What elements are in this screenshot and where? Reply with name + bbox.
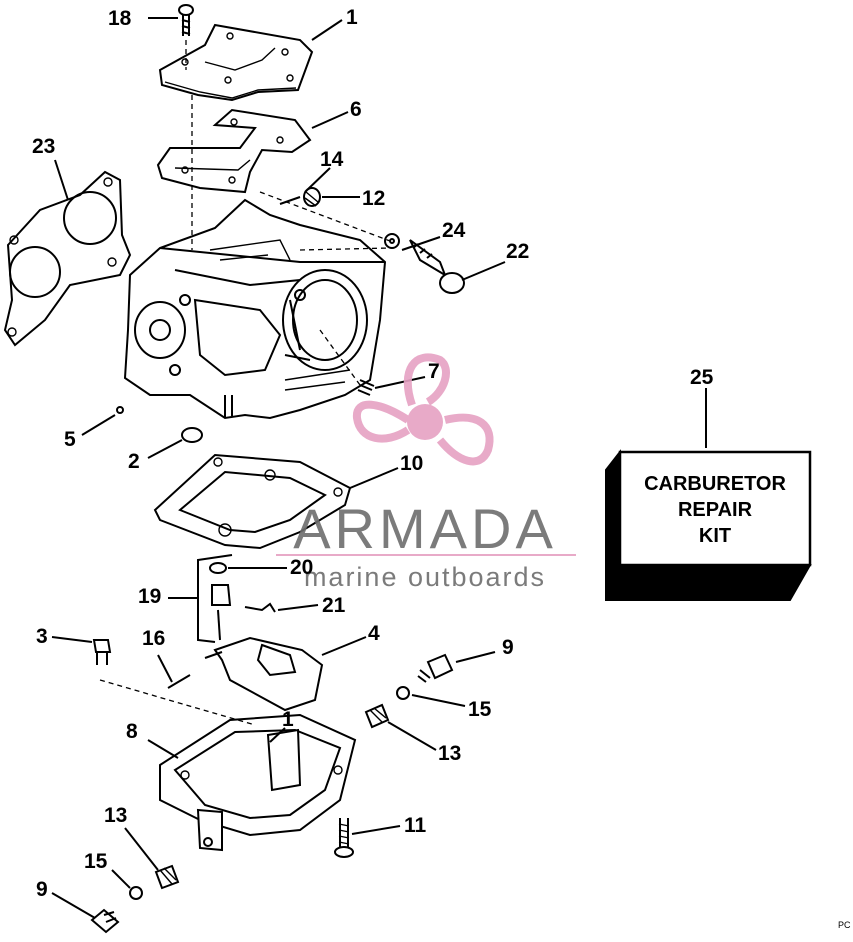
kit-line-1: CARBURETOR: [644, 473, 786, 495]
label-16: 16: [142, 627, 165, 650]
corner-text: PC: [838, 920, 851, 930]
part-float-4: [204, 636, 324, 712]
repair-kit-box: CARBURETOR REPAIR KIT: [605, 449, 812, 601]
part-screw-18: [178, 4, 194, 36]
label-7: 7: [428, 360, 440, 383]
part-pin-16: [167, 674, 191, 689]
bracket-19: [197, 554, 233, 643]
label-18: 18: [108, 7, 132, 30]
label-10: 10: [400, 452, 423, 475]
leader-lines: [51, 17, 707, 919]
part-spring-12: [303, 187, 321, 207]
kit-line-3: KIT: [699, 525, 731, 547]
part-jet-3: [92, 639, 112, 665]
label-15-upper: 15: [468, 698, 492, 721]
part-float-bowl-gasket-10: [153, 453, 352, 550]
label-22: 22: [506, 240, 529, 263]
part-plug-9-upper: [417, 653, 454, 683]
label-2: 2: [128, 450, 140, 473]
alignment-lines: [99, 40, 391, 726]
part-washer-15-upper: [396, 686, 410, 700]
label-4: 4: [368, 622, 380, 645]
part-washer-20: [209, 562, 227, 574]
label-25: 25: [690, 366, 714, 389]
label-13-lower: 13: [104, 804, 127, 827]
part-spring-7: [357, 379, 375, 396]
label-6: 6: [350, 98, 362, 121]
label-14: 14: [320, 148, 344, 171]
label-5: 5: [64, 428, 76, 451]
label-1-lower: 1: [282, 708, 294, 731]
label-15-lower: 15: [84, 850, 108, 873]
label-13-upper: 13: [438, 742, 461, 765]
part-carburetor-body: [123, 198, 387, 420]
kit-line-2: REPAIR: [678, 499, 753, 521]
part-screw-22: [409, 239, 465, 294]
label-3: 3: [36, 625, 48, 648]
part-plug-2: [181, 427, 203, 443]
label-19: 19: [138, 585, 161, 608]
part-needle-seat: [211, 584, 232, 641]
part-flange-gasket-23: [3, 170, 132, 347]
watermark-rule: [276, 554, 576, 556]
armada-watermark: ARMADA marine outboards: [276, 353, 576, 592]
part-clip-21: [244, 602, 276, 613]
part-jet-13-upper: [364, 703, 390, 729]
part-ball-5: [116, 406, 124, 414]
label-1: 1: [346, 6, 358, 29]
label-12: 12: [362, 187, 385, 210]
label-8: 8: [126, 720, 138, 743]
label-21: 21: [322, 594, 346, 617]
label-23: 23: [32, 135, 55, 158]
propeller-logo: [352, 353, 494, 466]
watermark-tagline: marine outboards: [304, 562, 546, 592]
part-labels: 18 1 6 23 14 12 24 22 7 25 5 2 10 20 19 …: [32, 6, 714, 901]
label-20: 20: [290, 556, 313, 579]
label-11: 11: [404, 814, 427, 837]
watermark-brand: ARMADA: [293, 497, 557, 560]
label-24: 24: [442, 219, 466, 242]
part-plug-9-lower: [90, 908, 120, 934]
part-cover-plate: [158, 23, 314, 102]
part-float-bowl-8: [159, 713, 357, 852]
part-screw-11: [334, 818, 354, 858]
part-pin-14: [279, 196, 301, 205]
part-washer-15-lower: [129, 886, 143, 900]
part-gasket-6: [156, 108, 312, 194]
label-9-upper: 9: [502, 636, 514, 659]
label-9-lower: 9: [36, 878, 48, 901]
part-jet-13-lower: [154, 864, 180, 890]
part-washer-24: [384, 233, 400, 249]
